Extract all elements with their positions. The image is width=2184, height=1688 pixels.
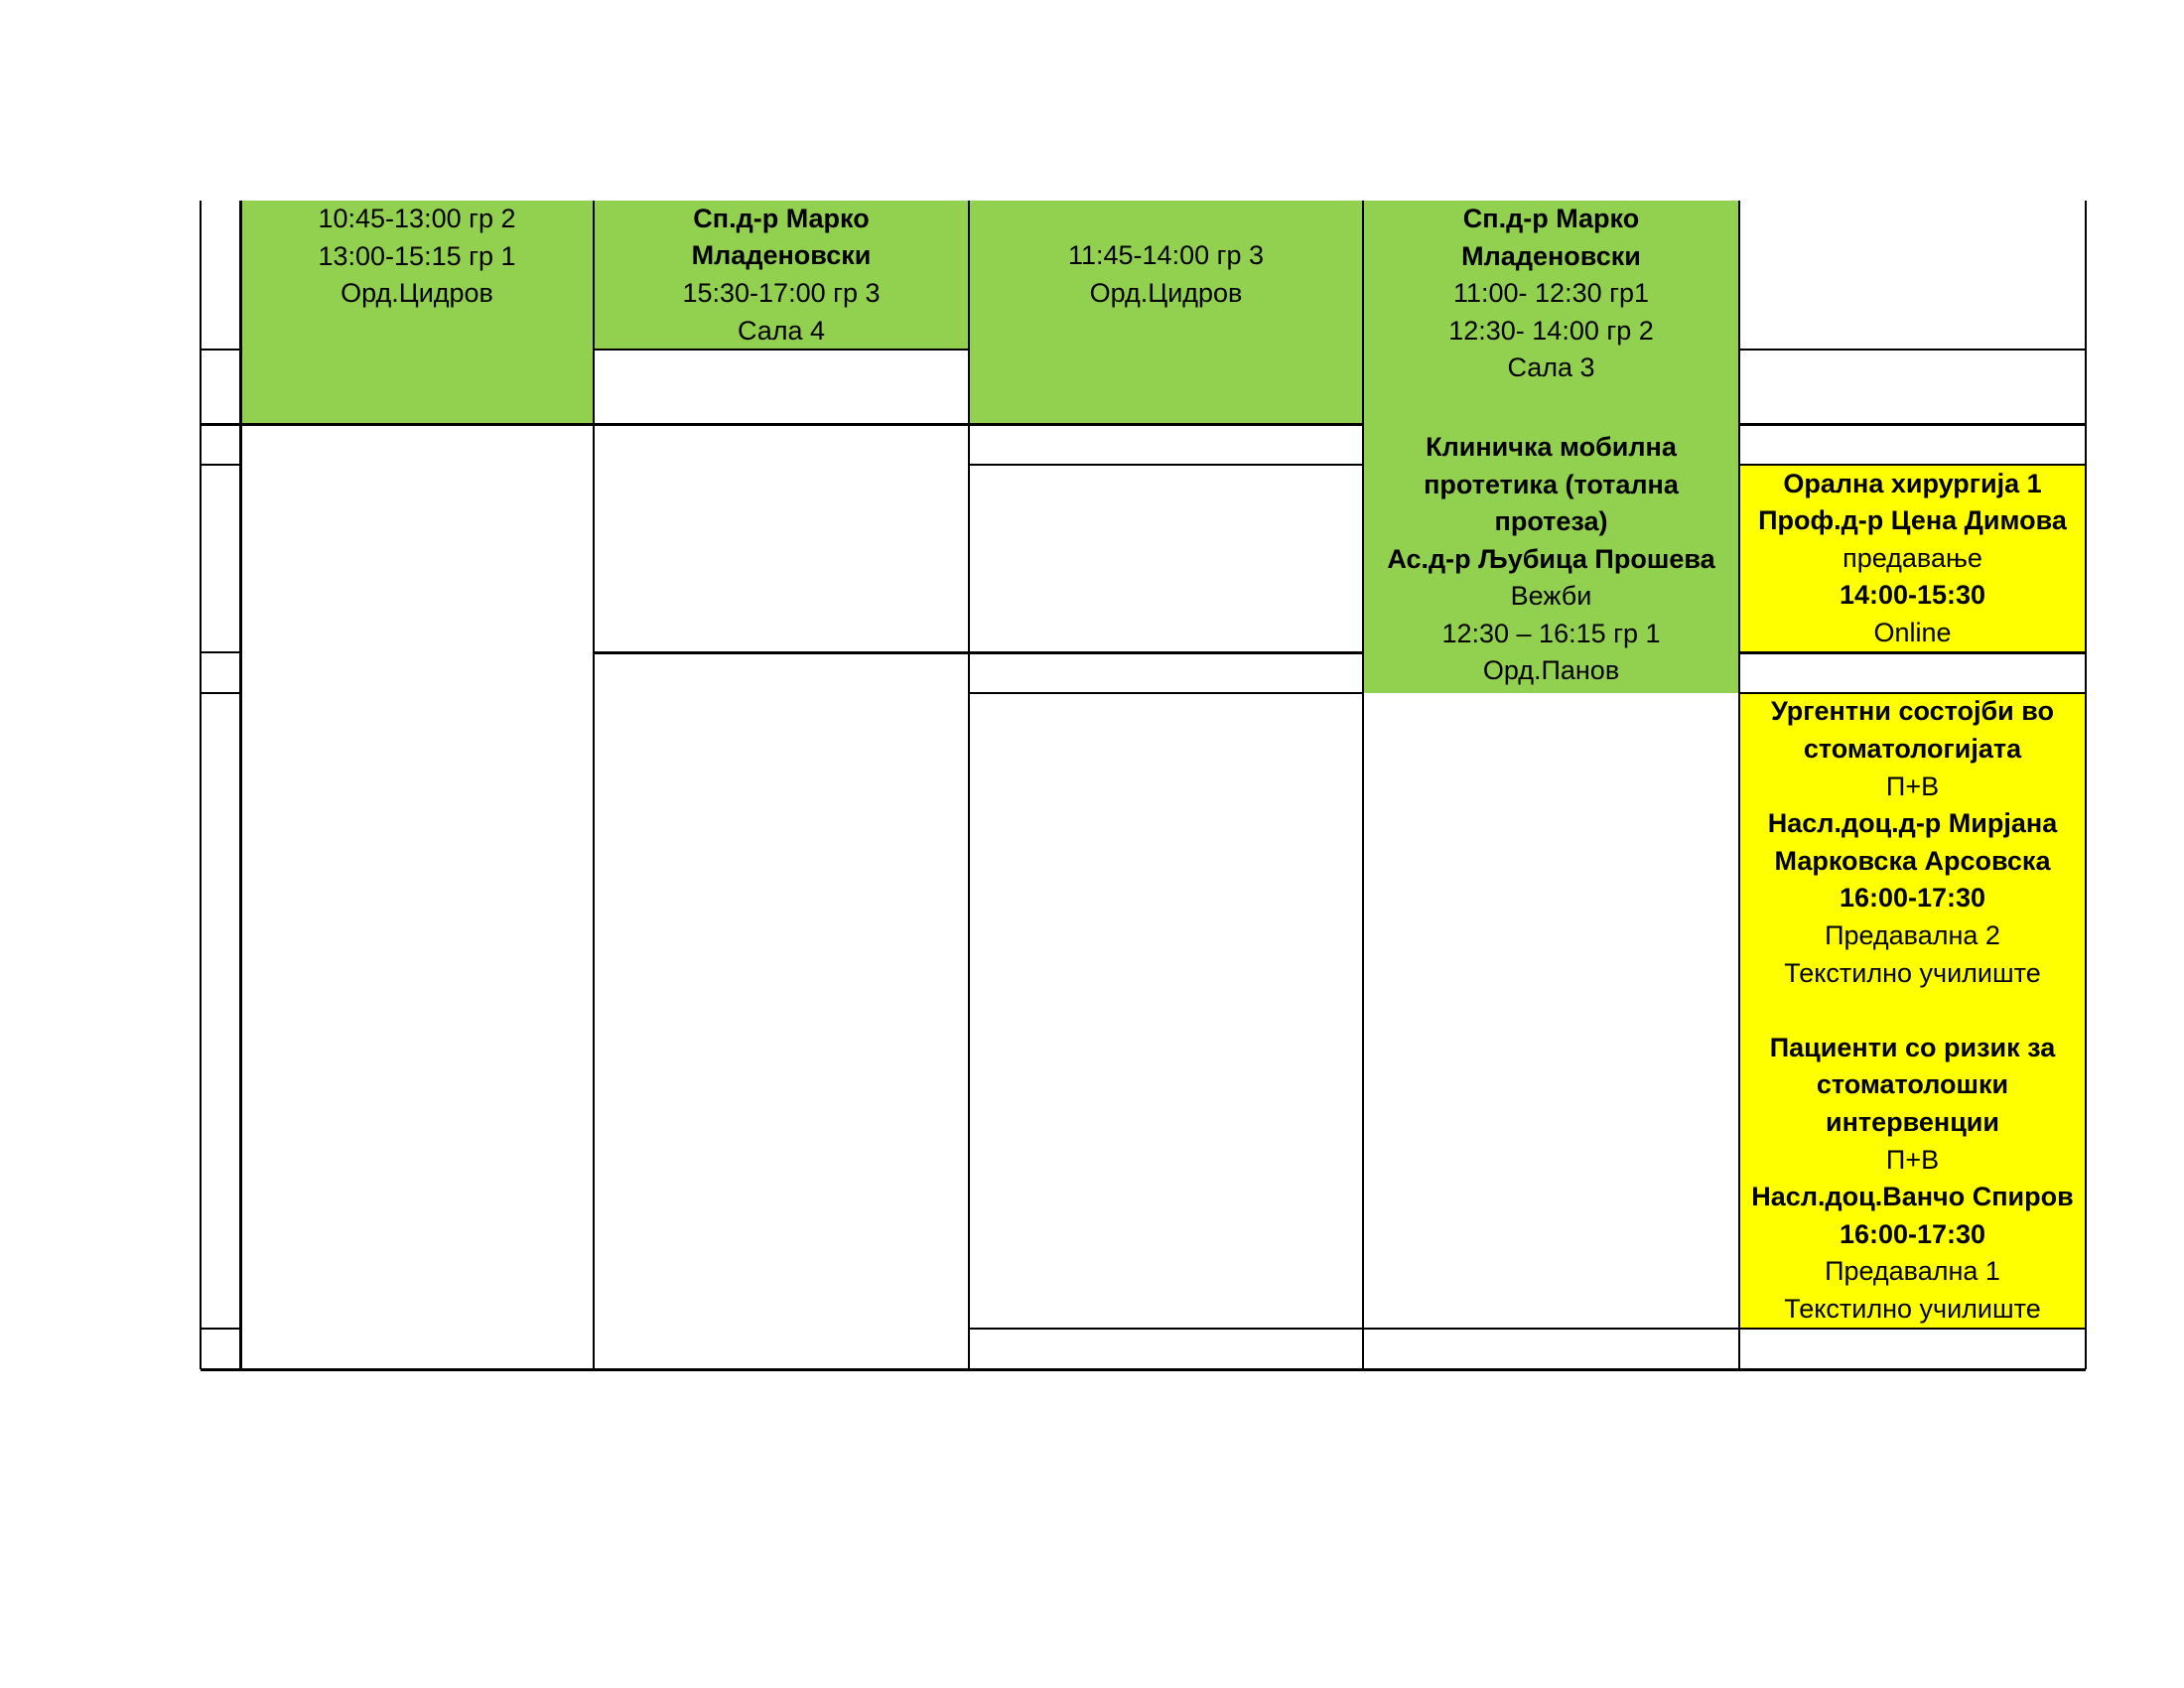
cell-text-line: 13:00-15:15 гр 1 bbox=[318, 240, 516, 271]
grid-line bbox=[1362, 201, 1364, 1369]
cell-fill bbox=[969, 201, 1363, 424]
grid-line bbox=[1739, 349, 2086, 351]
cell-text-line: Сала 3 bbox=[1507, 352, 1595, 383]
grid-line bbox=[969, 1328, 2086, 1330]
cell-text-line: 16:00-17:30 bbox=[1839, 1218, 1986, 1249]
cell-text-line: П+В bbox=[1885, 771, 1940, 801]
cell-text-line: Орд.Цидров bbox=[1089, 278, 1243, 308]
cell-text-line: Насл.доц.Ванчо Спиров bbox=[1751, 1182, 2074, 1212]
grid-line bbox=[1739, 692, 2086, 694]
grid-line bbox=[1738, 201, 1740, 1369]
cell-fill bbox=[1739, 693, 2086, 1329]
grid-line bbox=[2085, 201, 2087, 1369]
cell-text-line: стоматолошки bbox=[1816, 1069, 2009, 1100]
cell-text-line: Пациенти со ризик за bbox=[1769, 1032, 2056, 1062]
cell-text-line: 12:30- 14:00 гр 2 bbox=[1448, 315, 1654, 346]
cell-lines: 11:45-14:00 гр 3 Орд.Цидров bbox=[1068, 237, 1264, 312]
grid-line bbox=[239, 201, 242, 1369]
cell-text-line: Ас.д-р Љубица Прошева bbox=[1387, 543, 1715, 574]
grid-line bbox=[594, 349, 969, 351]
cell-text-line: Текстилно училиште bbox=[1784, 957, 2041, 988]
cell-text-line: Предавална 1 bbox=[1825, 1256, 2000, 1287]
cell-text-line: Орд.Панов bbox=[1482, 655, 1620, 686]
cell-text-line: Сп.д-р Марко bbox=[693, 203, 870, 233]
cell-text-line: Online bbox=[1873, 617, 1952, 647]
cell-text-line: 14:00-15:30 bbox=[1839, 580, 1986, 611]
cell-text-line: Ургентни состојби во bbox=[1770, 696, 2054, 727]
grid-line bbox=[593, 201, 595, 1369]
cell-text-line: Сп.д-р Марко bbox=[1462, 204, 1640, 234]
cell-fill bbox=[1739, 465, 2086, 652]
grid-line bbox=[594, 651, 1363, 654]
cell-thursday-exercises: 11:45-14:00 гр 3 Орд.Цидров bbox=[969, 201, 1363, 350]
cell-text-line: предавање bbox=[1843, 542, 1982, 573]
cell-text-line: П+В bbox=[1885, 1144, 1940, 1175]
cell-fill bbox=[594, 201, 969, 350]
cell-text-line: 11:45-14:00 гр 3 bbox=[1067, 240, 1264, 271]
grid-line bbox=[1739, 651, 2086, 654]
cell-text-line: Клиничка мобилна bbox=[1426, 431, 1677, 462]
grid-line bbox=[1739, 423, 2086, 426]
grid-line bbox=[201, 464, 240, 466]
grid-line bbox=[201, 651, 240, 653]
cell-text-line: протетика (тотална bbox=[1424, 469, 1679, 499]
cell-text-line: Марковска Арсовска bbox=[1774, 845, 2051, 876]
cell-text-line: стоматологијата bbox=[1803, 734, 2022, 765]
grid-line bbox=[201, 1368, 2086, 1371]
cell-text-line: Насл.доц.д-р Мирјана bbox=[1767, 808, 2058, 839]
cell-fill bbox=[1363, 424, 1739, 693]
cell-text-line: Орд.Цидров bbox=[341, 278, 493, 309]
grid-line bbox=[200, 201, 202, 1369]
cell-fill bbox=[1363, 201, 1739, 424]
cell-text-line: Вежби bbox=[1510, 581, 1592, 612]
grid-line bbox=[969, 692, 1363, 694]
grid-line bbox=[201, 1328, 240, 1330]
cell-saturday-oral-surgery: Орална хирургија 1 Проф.д-р Цена Димова пр… bbox=[1739, 465, 2086, 652]
cell-tuesday-exercises: 10:45-13:00 гр 2 13:00-15:15 гр 1 Орд.Цидр… bbox=[240, 201, 594, 313]
cell-text-line: интервенции bbox=[1826, 1106, 1999, 1137]
grid-line bbox=[968, 201, 970, 1369]
cell-fill bbox=[240, 201, 594, 424]
grid-line bbox=[1739, 464, 2086, 466]
cell-text-line: 16:00-17:30 bbox=[1839, 883, 1986, 914]
cell-lines: Орална хирургија 1 Проф.д-р Цена Димова пр… bbox=[1758, 466, 2067, 652]
cell-text-line: 15:30-17:00 гр 3 bbox=[682, 278, 881, 308]
grid-line bbox=[201, 692, 240, 694]
cell-lines: Клиничка мобилна протетика (тотална протез… bbox=[1387, 429, 1714, 690]
cell-text-line: Младеновски bbox=[691, 240, 872, 271]
cell-text-line: Текстилно училиште bbox=[1784, 1293, 2041, 1324]
cell-text-line: Сала 4 bbox=[737, 315, 826, 346]
cell-text-line: Орална хирургија 1 bbox=[1783, 468, 2042, 498]
cell-text-line: Младеновски bbox=[1461, 240, 1641, 271]
cell-friday-prosthetics: Клиничка мобилна протетика (тотална протез… bbox=[1363, 428, 1739, 691]
grid-line bbox=[969, 464, 1363, 466]
cell-text-line: Проф.д-р Цена Димова bbox=[1758, 505, 2067, 536]
cell-text-line: протеза) bbox=[1494, 506, 1608, 537]
cell-text-line: 10:45-13:00 гр 2 bbox=[318, 204, 516, 234]
cell-text-line: 11:00- 12:30 гр1 bbox=[1452, 278, 1649, 309]
cell-text-line: Предавална 2 bbox=[1825, 920, 2000, 951]
cell-text-line: 12:30 – 16:15 гр 1 bbox=[1441, 618, 1661, 648]
grid-line bbox=[201, 423, 1363, 426]
cell-lines: 10:45-13:00 гр 2 13:00-15:15 гр 1 Орд.Цидр… bbox=[318, 201, 515, 313]
grid-line bbox=[201, 349, 240, 351]
